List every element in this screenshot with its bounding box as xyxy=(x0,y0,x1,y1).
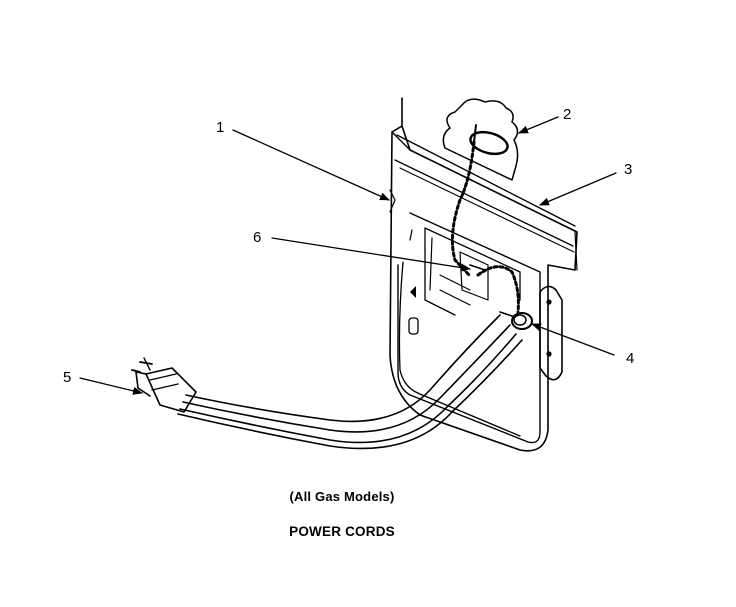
caption-title: POWER CORDS xyxy=(289,524,395,539)
callout-4: 4 xyxy=(626,350,634,367)
callout-3: 3 xyxy=(624,161,632,178)
callout-leaders xyxy=(79,116,617,395)
mounting-bracket xyxy=(539,285,563,381)
back-panel-fragment xyxy=(442,98,519,181)
callout-5: 5 xyxy=(63,369,71,386)
power-plug xyxy=(131,357,197,413)
callout-labels: 1 2 3 4 5 6 xyxy=(63,106,634,386)
callout-2: 2 xyxy=(563,106,571,123)
callout-1: 1 xyxy=(216,119,224,136)
callout-6: 6 xyxy=(253,229,261,246)
internal-wire xyxy=(450,124,520,314)
access-plate xyxy=(397,212,541,444)
strain-relief-grommet xyxy=(499,311,533,330)
power-cord xyxy=(177,314,523,450)
appliance-cabinet xyxy=(389,97,578,452)
caption-subtitle: (All Gas Models) xyxy=(289,489,395,504)
